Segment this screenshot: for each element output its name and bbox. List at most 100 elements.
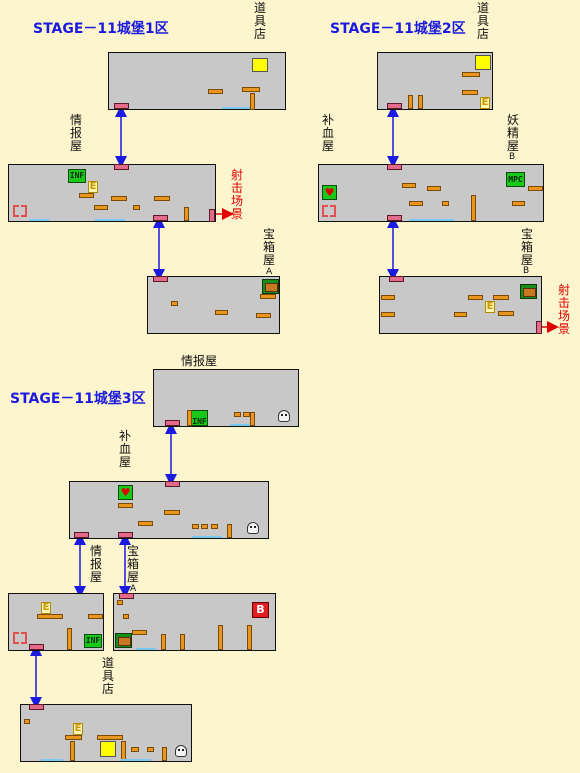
label-a3-chest: 宝箱屋 (126, 544, 139, 584)
heart-icon: ♥ (322, 185, 337, 200)
area2-title: STAGE－11城堡2区 (330, 21, 466, 37)
room-a3-chest: B (113, 593, 276, 651)
platform (409, 201, 423, 206)
door[interactable] (153, 276, 168, 282)
door[interactable] (389, 276, 404, 282)
platform (123, 614, 129, 619)
fairy-icon: MPC (506, 172, 525, 187)
pillar (250, 412, 255, 426)
label-a2-chest-sub: B (523, 266, 530, 276)
boss-icon: B (252, 602, 269, 618)
pillar (67, 628, 72, 650)
platform (94, 205, 108, 210)
room-a2-main: ♥ MPC (318, 164, 544, 222)
room-a3-info2: E INF (8, 593, 104, 651)
platform (243, 412, 250, 417)
skull-icon (278, 410, 290, 422)
platform (242, 87, 260, 92)
door[interactable] (29, 704, 44, 710)
door[interactable] (119, 593, 134, 599)
platform (381, 312, 395, 317)
pillar (418, 95, 423, 109)
platform (381, 295, 395, 300)
exit-door[interactable] (209, 209, 215, 222)
skull-icon (247, 522, 259, 534)
label-a3-shop: 道具店 (101, 656, 114, 696)
energy-icon: E (41, 602, 51, 614)
platform (37, 614, 63, 619)
skull-icon (175, 745, 187, 757)
water (136, 648, 156, 650)
platform (97, 735, 123, 740)
label-a3-heal: 补血屋 (118, 429, 131, 469)
door[interactable] (165, 481, 180, 487)
pillar (187, 410, 192, 426)
platform (147, 747, 154, 752)
water (29, 219, 49, 221)
platform (88, 614, 103, 619)
platform (234, 412, 241, 417)
label-a1-chest: 宝箱屋 (262, 227, 275, 267)
platform (208, 89, 223, 94)
door[interactable] (114, 103, 129, 109)
label-a2-fairy: 妖精屋 (506, 113, 519, 153)
label-a1-chest-sub: A (266, 267, 273, 277)
label-a2-chest: 宝箱屋 (520, 227, 533, 267)
info-icon: INF (191, 410, 208, 426)
platform (154, 196, 170, 201)
platform (215, 310, 228, 315)
door[interactable] (118, 532, 133, 538)
water (41, 759, 63, 761)
door[interactable] (74, 532, 89, 538)
door[interactable] (387, 215, 402, 221)
treasure-chest-icon (115, 633, 132, 648)
label-a2-fairy-sub: B (509, 152, 516, 162)
label-a2-heal: 补血屋 (321, 113, 334, 153)
platform (192, 524, 199, 529)
water (230, 424, 250, 426)
door[interactable] (165, 420, 180, 426)
platform (462, 72, 480, 77)
door[interactable] (114, 164, 129, 170)
pillar (408, 95, 413, 109)
platform (111, 196, 127, 201)
treasure-chest-icon (520, 284, 537, 299)
room-a3-info: INF (153, 369, 299, 427)
pillar (180, 634, 185, 650)
room-a3-heal: ♥ (69, 481, 269, 539)
platform (131, 747, 139, 752)
exit-door[interactable] (536, 321, 542, 334)
door[interactable] (387, 103, 402, 109)
info-icon: INF (68, 169, 86, 183)
platform (24, 719, 30, 724)
platform (133, 205, 140, 210)
info-icon: INF (84, 634, 102, 648)
pillar (247, 625, 252, 650)
platform (118, 503, 133, 508)
platform (260, 294, 276, 299)
pillar (184, 207, 189, 221)
platform (442, 201, 449, 206)
label-a2-shop: 道具店 (476, 1, 489, 41)
water (409, 219, 454, 221)
platform (164, 510, 180, 515)
door[interactable] (153, 215, 168, 221)
label-a3-info2: 情报屋 (89, 544, 102, 584)
platform (211, 524, 218, 529)
platform (256, 313, 271, 318)
platform (201, 524, 208, 529)
water (121, 759, 151, 761)
platform (65, 735, 82, 740)
pillar (250, 93, 255, 110)
room-a3-shop: E (20, 704, 192, 762)
door[interactable] (29, 644, 44, 650)
energy-icon: E (88, 181, 98, 193)
treasure-chest-icon (262, 279, 279, 294)
room-a2-chest: E (379, 276, 542, 334)
door[interactable] (387, 164, 402, 170)
energy-icon: E (73, 723, 83, 735)
shop-item-icon (252, 58, 268, 72)
platform (427, 186, 441, 191)
water (222, 107, 250, 109)
